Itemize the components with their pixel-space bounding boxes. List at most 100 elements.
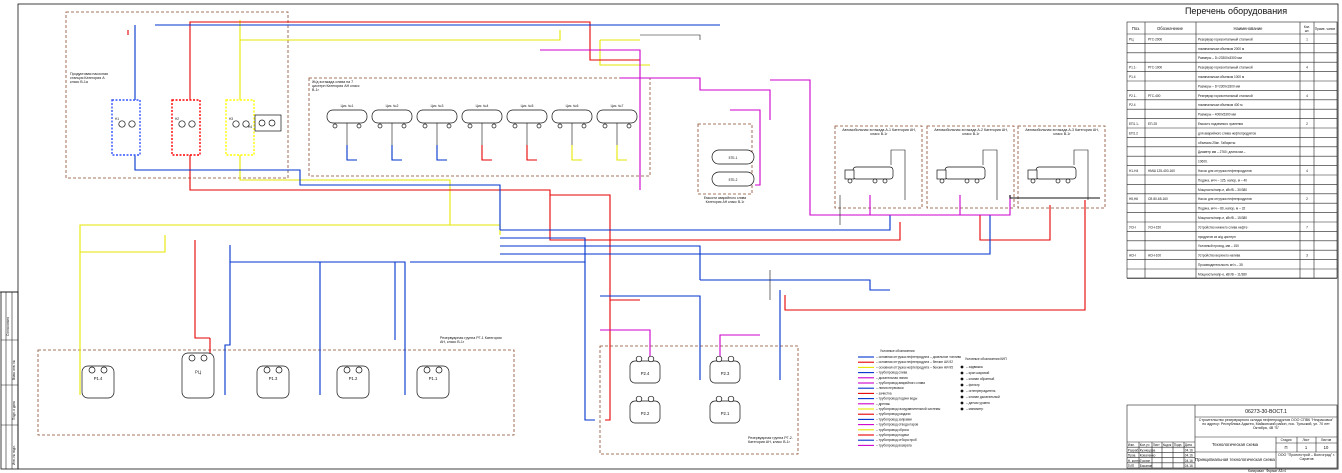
storage-tank: Р2.4 <box>629 355 661 384</box>
copied-label: Копировал <box>1248 469 1264 473</box>
rail-tank-label: Цис. №7 <box>611 104 624 108</box>
legend: Условные обозначения – основная отгрузка… <box>858 349 1007 447</box>
tank-truck <box>844 149 906 200</box>
pump-unit: Н3 <box>225 99 255 156</box>
row-pos: РЦ <box>1129 37 1134 41</box>
row-name: номинальным объемом 2000 м <box>1198 47 1244 51</box>
row-pos: Н5,Н6 <box>1129 197 1138 201</box>
col-designation: Обозначение <box>1157 26 1184 31</box>
zone-loading-2 <box>926 125 1015 209</box>
tank-label: Р1.1 <box>429 376 438 381</box>
col-note: Приме- чание <box>1315 27 1336 31</box>
sheets-value: 10 <box>1324 445 1329 450</box>
legend-symbol <box>960 401 964 405</box>
stage-value: П <box>1284 445 1287 450</box>
legend-item: – трубопровод подачи <box>876 433 909 437</box>
stage-label: Стадия <box>1281 438 1292 442</box>
row-pos: Н1-Н4 <box>1129 169 1138 173</box>
tank-farm-2: Р2.4 Р2.3Р2.2 Р2.1 <box>629 355 741 424</box>
zone-label-tank-farm-1: Резервуарная группа РГ-1 Категория АН, к… <box>440 336 502 345</box>
format-label: Формат А3×4 <box>1266 469 1286 473</box>
legend-symbol <box>960 389 964 393</box>
storage-tank: Р1.1 <box>416 365 450 399</box>
zone-loading-1 <box>834 125 923 209</box>
row-name: Резервуар горизонтальный стальной <box>1198 66 1253 70</box>
tank-label: Р2.3 <box>721 371 730 376</box>
row-name: Мощность/напр-е, кВт/В – 15/380 <box>1198 216 1247 220</box>
zone-pump-station <box>65 11 289 179</box>
legend-item: – трубопровод подачи воды <box>876 397 918 401</box>
tank-label: Р2.4 <box>641 371 650 376</box>
storage-tank: Р1.4 <box>81 365 115 399</box>
legend-item: – трубопровод слива <box>876 371 907 375</box>
zone-label-emergency: Емкости аварийного слива Категория АН кл… <box>703 196 747 204</box>
rail-tank-label: Цис. №4 <box>476 104 489 108</box>
row-qty: 1 <box>1306 37 1308 41</box>
emergency-tanks: ЕП1.1 ЕП1.2 <box>711 149 755 187</box>
rail-tank-car: Цис. №1 <box>326 104 368 161</box>
legend-symbol-label: – клапан обратный <box>966 377 994 381</box>
row-qty: 3 <box>1306 254 1308 258</box>
legend-item: – линия перекачки <box>876 386 904 390</box>
storage-tank: Р1.2 <box>336 365 370 399</box>
legend-symbol <box>960 407 964 411</box>
sheet-label: Лист <box>1303 438 1310 442</box>
legend-item: – дыхательная линия <box>876 376 908 380</box>
legend-symbol-label: – задвижка <box>966 365 983 369</box>
storage-tank: Р2.3 <box>709 355 741 384</box>
pump-unit: Н1 <box>111 99 141 156</box>
row-name: номинальным объемом 1000 м <box>1198 75 1244 79</box>
row-name: Резервуар горизонтальный стальной <box>1198 37 1253 41</box>
title-block-cell: Кузнецова <box>1140 448 1156 452</box>
pump-label: Н2 <box>175 117 179 121</box>
equipment-list-table: Перечень оборудования Поз. Обозначение Н… <box>1126 6 1338 279</box>
storage-tank: Р2.1 <box>709 395 741 424</box>
row-designation: НМШ 125-400-160 <box>1148 169 1175 173</box>
legend-item: – основная отгрузка нефтепродукта – дизе… <box>876 355 961 359</box>
legend-symbol-label: – фильтр <box>966 383 980 387</box>
row-name: Размеры – D=23300х3300 мм <box>1198 56 1242 60</box>
row-qty: 2 <box>1306 197 1308 201</box>
pump-label: Н1 <box>115 117 119 121</box>
row-name: Условный проход, мм – 150 <box>1198 244 1239 248</box>
legend-item: – зачистка <box>876 391 892 395</box>
row-name: Устройство нижнего слива нефте- <box>1198 225 1248 229</box>
title-block-cell: Коваленко <box>1140 454 1156 458</box>
legend-symbol-label: – манометр <box>966 407 983 411</box>
row-name: Насос для отгрузки нефтепродуктов <box>1198 197 1252 201</box>
truck-loading-stations <box>844 149 1089 200</box>
zone-label-tank-farm-2: Резервуарная группа РГ-2. Категория АН, … <box>748 436 793 445</box>
tank-label: Р1.4 <box>94 376 103 381</box>
tank-label: Р2.1 <box>721 411 730 416</box>
zone-tank-farm-1 <box>37 349 515 436</box>
zone-rail-rack <box>308 77 651 177</box>
side-stamp-label: Подп. и дата <box>12 401 16 420</box>
row-pos: УСН <box>1129 225 1136 229</box>
title-block-cell: Басанов <box>1140 464 1153 468</box>
rail-tank-car: Цис. №4 <box>461 104 503 161</box>
zone-label-loading-3: Автомобильная эстакада А-3 Категория АН,… <box>1025 128 1099 137</box>
title-block-cell: Трохин <box>1140 459 1151 463</box>
zone-label-rail-rack: Ж/д эстакада слива на 7 цистерн Категори… <box>312 80 360 93</box>
legend-item: – трубопровод раздачи <box>876 412 911 416</box>
col-qty: Кол. <box>1304 25 1310 29</box>
rail-tank-car: Цис. №7 <box>596 104 638 161</box>
side-stamp <box>0 291 19 470</box>
legend-symbol-label: – огнепреградитель <box>966 389 996 393</box>
storage-tank: Р2.2 <box>629 395 661 424</box>
pump-unit: Н4 <box>248 114 282 132</box>
title-block-cell: Изм. <box>1128 443 1135 447</box>
sheet-frame <box>17 3 1339 470</box>
title-block-cell: 04.16 <box>1185 454 1193 458</box>
legend-item: – трубопровод сброса <box>876 428 909 432</box>
row-name: объемом 25м³. Габариты: <box>1198 141 1236 145</box>
tank-label: Р2.2 <box>641 411 650 416</box>
pump-unit: Н2 <box>171 99 201 156</box>
emergency-tank-label: ЕП1.2 <box>729 178 738 182</box>
row-designation: РГС-1000 <box>1148 66 1162 70</box>
